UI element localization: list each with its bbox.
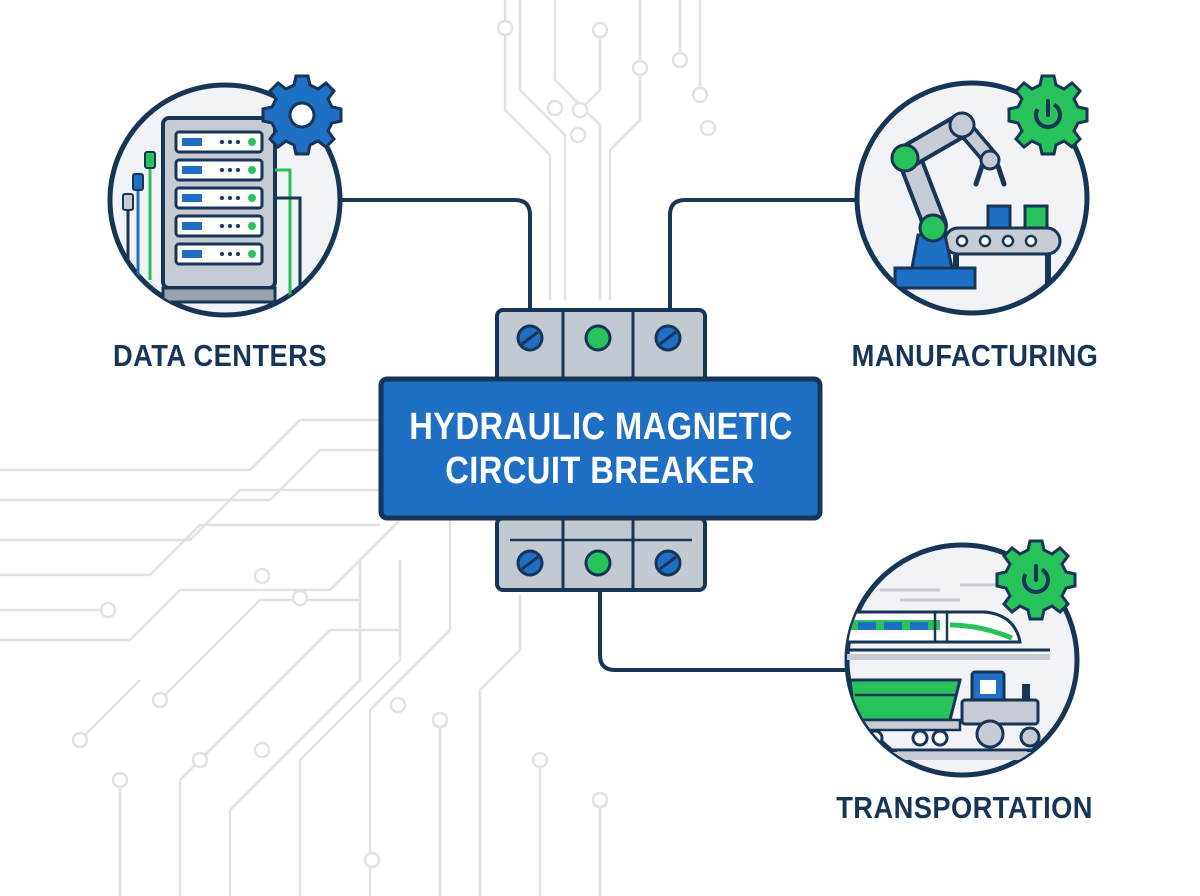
- screw-terminal-icon: [654, 549, 682, 577]
- screw-terminal-icon: [654, 324, 682, 352]
- transportation-node: [844, 539, 1080, 778]
- breaker-title-line2: CIRCUIT BREAKER: [445, 449, 756, 492]
- breaker-title-line1: HYDRAULIC MAGNETIC: [408, 405, 793, 448]
- gear-icon: [261, 74, 343, 156]
- circuit-breaker: [378, 308, 823, 592]
- breaker-label-panel: [378, 376, 823, 521]
- screw-terminal-icon: [516, 324, 544, 352]
- server-rack-icon: [122, 116, 302, 304]
- transportation-label: TRANSPORTATION: [836, 790, 1093, 825]
- manufacturing-label: MANUFACTURING: [851, 338, 1099, 373]
- data-centers-label: DATA CENTERS: [113, 338, 327, 373]
- power-gear-icon: [1007, 74, 1089, 156]
- connector-transportation: [598, 588, 850, 672]
- data-centers-node: [107, 74, 343, 318]
- screw-terminal-icon: [584, 324, 612, 352]
- connector-lines: [338, 198, 859, 672]
- connector-manufacturing: [668, 198, 859, 314]
- breaker-title: HYDRAULIC MAGNETIC CIRCUIT BREAKER: [381, 379, 820, 518]
- robotic-arm-icon: [890, 111, 1062, 290]
- train-tractor-icon: [847, 583, 1077, 760]
- manufacturing-node: [854, 74, 1090, 316]
- background-circuit-nodes: [71, 19, 717, 869]
- connector-data-centers: [338, 198, 532, 314]
- power-gear-icon: [995, 539, 1077, 621]
- screw-terminal-icon: [584, 549, 612, 577]
- screw-terminal-icon: [516, 549, 544, 577]
- background-circuit-traces: [0, 0, 702, 896]
